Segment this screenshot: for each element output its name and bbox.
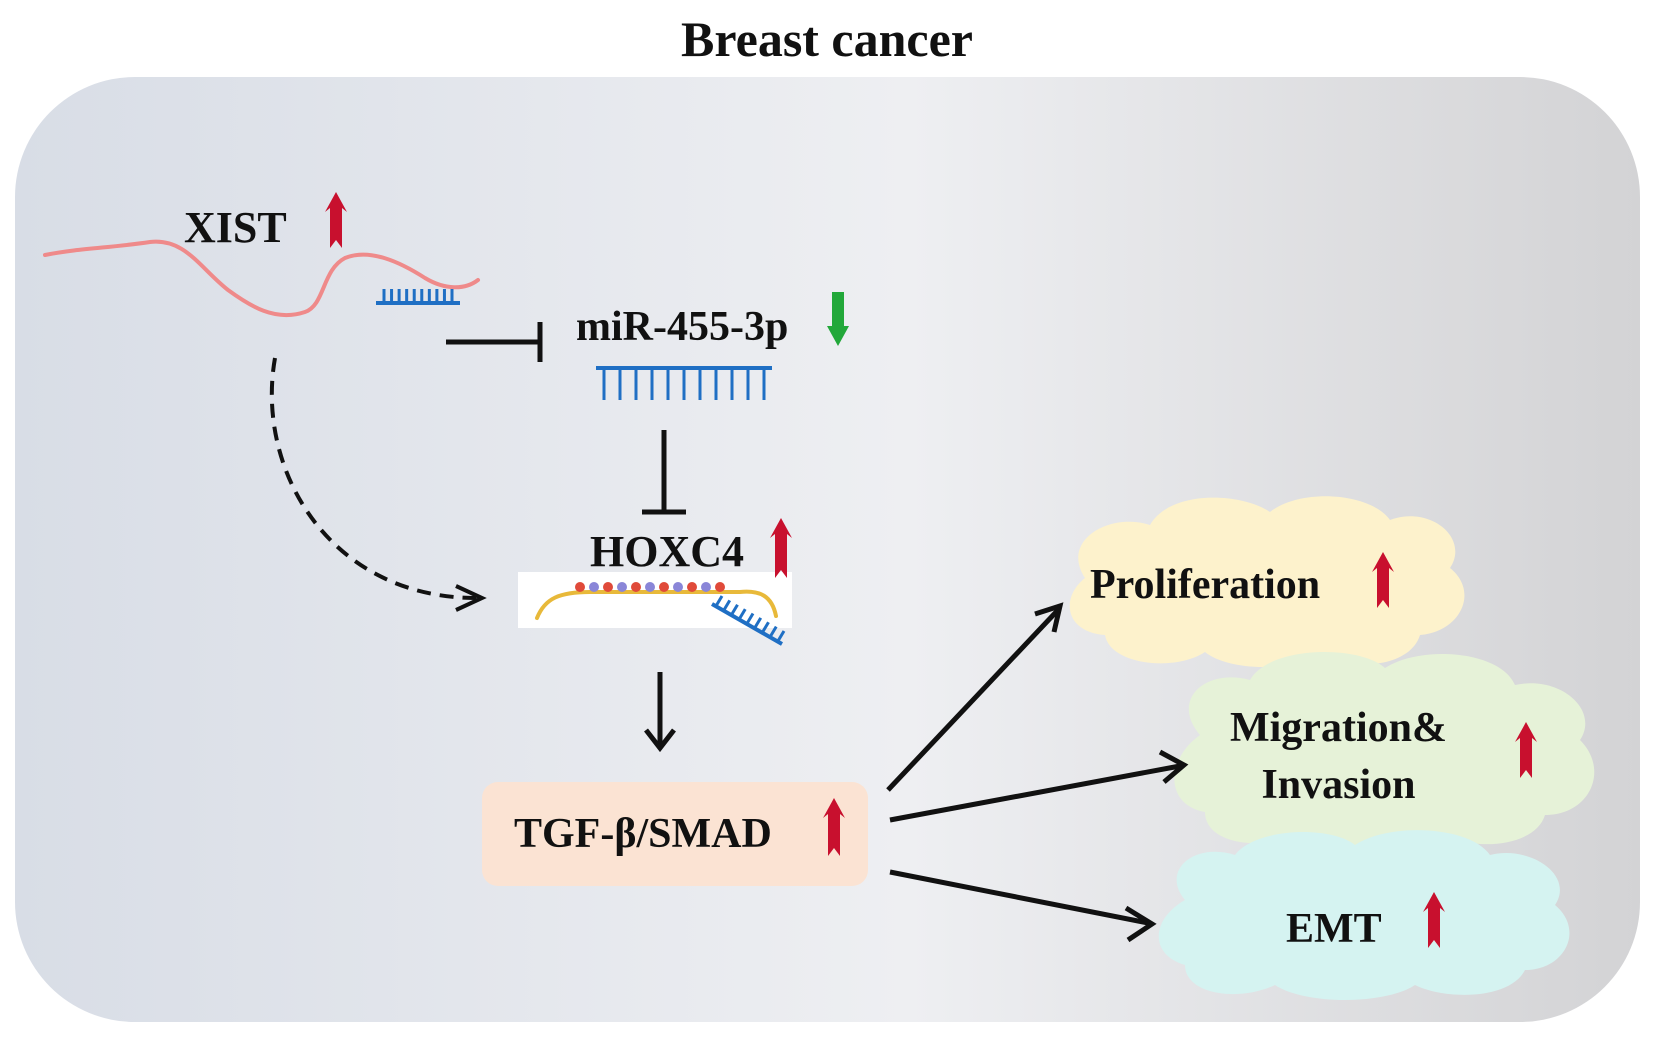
hoxc4-to-tgf-edge <box>644 672 676 753</box>
hoxc4-label: HOXC4 <box>590 527 744 576</box>
dashed-edge-arrowhead <box>455 584 487 612</box>
xist-mirna-binding-comb <box>376 289 460 305</box>
tgf-smad-label: TGF-β/SMAD <box>514 811 772 857</box>
xist-rna-strand <box>43 239 480 318</box>
xist-to-hoxc4-dashed-edge <box>269 357 481 601</box>
tgf-up-regulation-icon <box>823 798 845 856</box>
xist-label: XIST <box>184 203 287 252</box>
mir-down-regulation-icon <box>827 292 849 346</box>
emt-up-regulation-icon <box>1423 892 1445 948</box>
tgf-smad-box <box>482 782 868 886</box>
xist-up-regulation-icon <box>325 192 347 248</box>
hoxc4-mrna-illustration <box>518 572 792 646</box>
page-title: Breast cancer <box>680 11 974 67</box>
emt-cloud <box>1158 830 1570 1000</box>
mir-455-3p-label: miR-455-3p <box>576 304 789 350</box>
regulation-arrows <box>325 192 1537 948</box>
hoxc4-up-regulation-icon <box>770 518 792 578</box>
migration-invasion-label: Migration& Invasion <box>1230 700 1447 813</box>
proliferation-up-regulation-icon <box>1372 552 1394 608</box>
migration-up-regulation-icon <box>1515 722 1537 778</box>
mir-455-3p-strand <box>596 366 772 400</box>
xist-inhibits-mir-edge <box>446 322 543 362</box>
migration-label-line2: Invasion <box>1261 761 1416 808</box>
proliferation-cloud <box>1069 496 1465 667</box>
migration-label-line1: Migration& <box>1230 705 1447 751</box>
proliferation-label: Proliferation <box>1090 562 1321 608</box>
emt-label: EMT <box>1286 906 1382 952</box>
migration-invasion-cloud <box>1174 652 1595 850</box>
mir-inhibits-hoxc4-edge <box>642 430 686 515</box>
tgf-to-outcomes-edges <box>886 602 1189 943</box>
